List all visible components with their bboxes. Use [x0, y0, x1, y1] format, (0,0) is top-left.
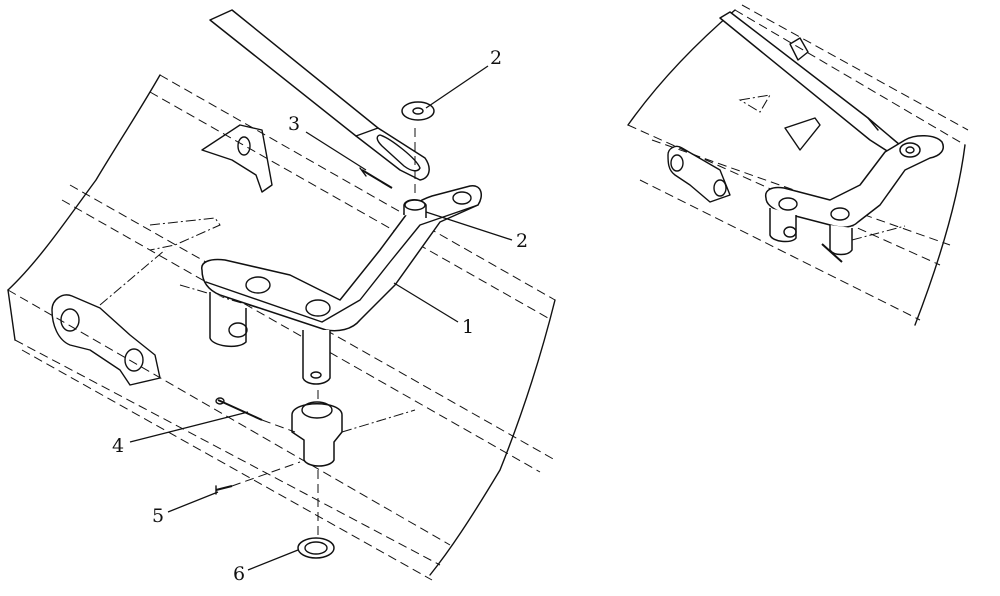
assembled-inset-view — [627, 4, 969, 326]
washer-top — [401, 101, 435, 121]
callout-6-washer: 6 — [233, 563, 245, 585]
callout-2-washer: 2 — [490, 47, 502, 69]
grease-fitting — [215, 461, 301, 495]
cotter-pin-top — [359, 167, 393, 189]
lever-arm — [201, 128, 483, 540]
callout-5-grease-fitting: 5 — [152, 505, 164, 527]
lower-mounting-bracket — [51, 217, 301, 386]
main-exploded-view: 2 3 2 1 4 5 6 — [7, 9, 556, 585]
washer-bottom — [297, 537, 335, 559]
bushing — [291, 401, 416, 467]
callout-1-lever-arm: 1 — [462, 316, 474, 338]
cotter-pin-lower — [215, 397, 296, 433]
strap-link — [209, 9, 430, 181]
upper-bracket — [201, 124, 273, 193]
leader-lines — [129, 65, 513, 571]
callout-2-pin: 2 — [516, 230, 528, 252]
frame-panel — [7, 74, 556, 581]
callout-4-cotter-pin: 4 — [112, 435, 124, 457]
callout-3-cotter-pin: 3 — [288, 113, 300, 135]
